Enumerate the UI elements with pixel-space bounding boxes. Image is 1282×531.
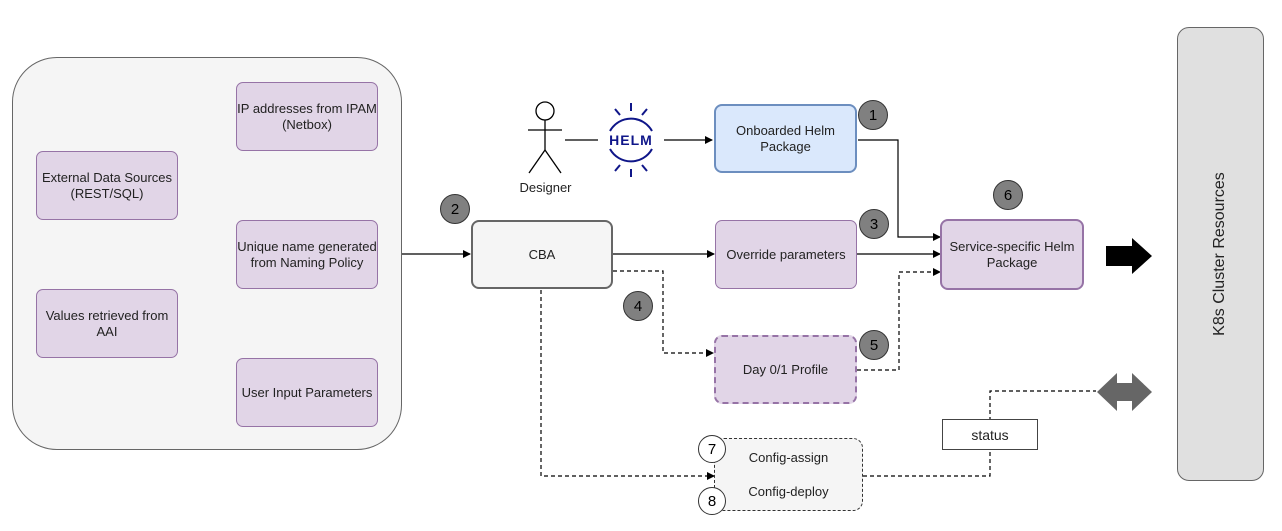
cba-to-config-arrow [540,290,715,480]
config-assign-label: Config-assign [748,450,829,465]
override-parameters-node: Override parameters [715,220,857,289]
service-pkg-label: Service-specific Helm Package [949,238,1075,270]
cba-to-day01-arrow [613,270,714,357]
unique-name-label: Unique name generated from Naming Policy [237,238,377,270]
day01-to-service-arrow [857,268,941,371]
onboarded-label: Onboarded Helm Package [736,122,835,154]
service-specific-helm-package: Service-specific Helm Package [940,219,1084,290]
helm-logo-text: HELM [609,132,653,148]
external-data-source: External Data Sources (REST/SQL) [36,151,178,220]
step-1-badge: 1 [858,100,888,130]
step-4-badge: 4 [623,291,653,321]
ip-addresses-label: IP addresses from IPAM (Netbox) [237,100,377,132]
helm-wheel-icon [609,103,653,177]
step-5-badge: 5 [859,330,889,360]
deploy-arrow-icon [1106,238,1152,274]
config-box [714,438,863,511]
cba-label: CBA [528,246,556,262]
k8s-cluster-resources [1177,27,1264,481]
step-2-badge: 2 [440,194,470,224]
day01-label: Day 0/1 Profile [742,361,829,377]
unique-name-source: Unique name generated from Naming Policy [236,220,378,289]
designer-label: Designer [519,180,572,195]
user-input-source: User Input Parameters [236,358,378,427]
k8s-label: K8s Cluster Resources [1211,172,1228,336]
aai-values-source: Values retrieved from AAI [36,289,178,358]
config-deploy-label: Config-deploy [748,484,829,499]
step-8-badge: 8 [698,487,726,515]
onboarded-helm-package: Onboarded Helm Package [714,104,857,173]
step-3-badge: 3 [859,209,889,239]
aai-values-label: Values retrieved from AAI [45,307,169,339]
bidirectional-arrow-icon [1097,373,1152,411]
ip-addresses-source: IP addresses from IPAM (Netbox) [236,82,378,151]
day01-profile-node: Day 0/1 Profile [714,335,857,404]
step-7-badge: 7 [698,435,726,463]
step-6-badge: 6 [993,180,1023,210]
external-data-label: External Data Sources (REST/SQL) [41,169,173,201]
status-label-box: status [942,419,1038,450]
cba-node: CBA [471,220,613,289]
status-label: status [971,426,1009,443]
onboarded-to-service-arrow [858,139,941,241]
override-label: Override parameters [726,246,846,262]
user-input-label: User Input Parameters [241,384,373,400]
designer-figure-icon [528,101,562,174]
